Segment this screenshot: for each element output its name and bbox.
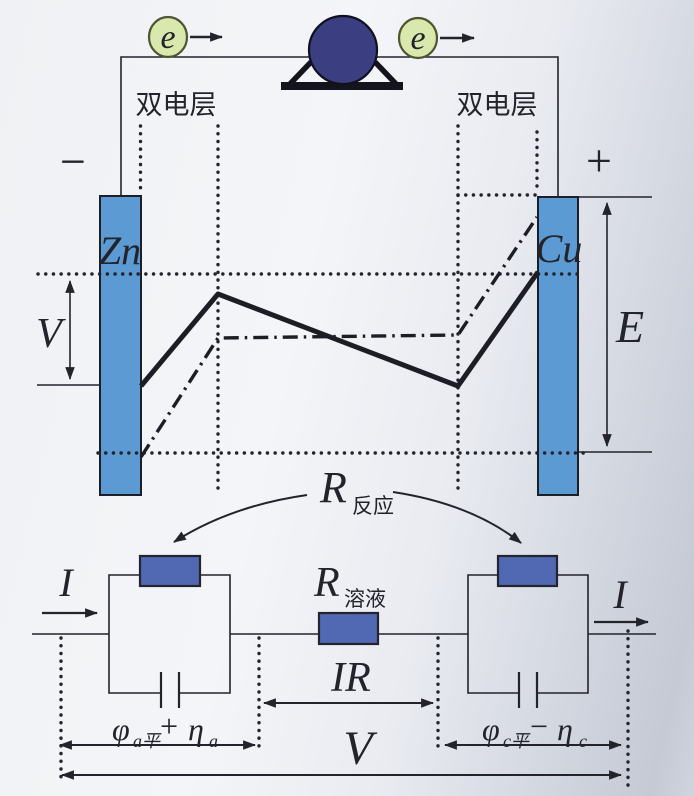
phi-a-symbol: φ: [112, 711, 130, 747]
eta-c-subscript: c: [579, 731, 587, 751]
phi-a-subscript: a平: [133, 731, 162, 751]
electron-left-circle: [147, 15, 189, 59]
eta-c-symbol: η: [557, 711, 573, 747]
r-solution-symbol: R: [313, 560, 340, 606]
r-reaction-subscript: 反应: [352, 494, 394, 518]
plus-terminal-sign: +: [586, 135, 612, 186]
electron-right: e: [397, 16, 476, 60]
phi-c-symbol: φ: [482, 711, 500, 747]
ir-drop-label: IR: [330, 655, 371, 701]
cu-electrode-label: Cu: [536, 226, 583, 271]
terminal-voltage-label: V: [36, 311, 66, 357]
stand-left-leg: [287, 60, 313, 87]
cathode-minus-operator: −: [530, 708, 548, 744]
eta-a-symbol: η: [188, 711, 204, 747]
eta-a-subscript: a: [209, 731, 218, 751]
electron-left-label: e: [160, 19, 175, 56]
electron-right-label: e: [410, 20, 425, 57]
total-voltage-label: V: [343, 722, 377, 775]
phi-c-subscript: c平: [503, 731, 531, 751]
double-layer-label-left: 双电层: [136, 90, 217, 120]
minus-terminal-sign: −: [60, 136, 86, 187]
current-label-right: I: [612, 572, 628, 617]
anode-reaction-resistor: [138, 554, 202, 588]
cathode-loop: [467, 574, 589, 694]
current-label-left: I: [58, 560, 74, 605]
anode-plus-operator: +: [160, 708, 178, 744]
r-reaction-symbol: R: [319, 463, 347, 512]
r-solution-subscript: 溶液: [344, 587, 386, 611]
zn-electrode: [99, 195, 142, 496]
double-layer-label-right: 双电层: [457, 90, 538, 120]
cathode-reaction-resistor: [496, 554, 559, 588]
stand-right-leg: [373, 60, 399, 87]
cu-electrode: [537, 196, 579, 496]
potential-profile-equilibrium: [139, 216, 539, 458]
anode-loop: [108, 574, 231, 694]
potential-profile-polarized: [139, 270, 541, 389]
galvanometer-stand: [281, 60, 403, 90]
galvanometer-icon: [307, 14, 379, 86]
r-reaction-arrow-left: [173, 494, 308, 543]
electron-left: e: [147, 15, 224, 59]
electron-right-circle: [397, 16, 439, 60]
zn-electrode-label: Zn: [99, 228, 141, 273]
r-reaction-arrow-right: [392, 491, 522, 544]
emf-label: E: [615, 301, 644, 352]
solution-resistor: [317, 611, 380, 646]
